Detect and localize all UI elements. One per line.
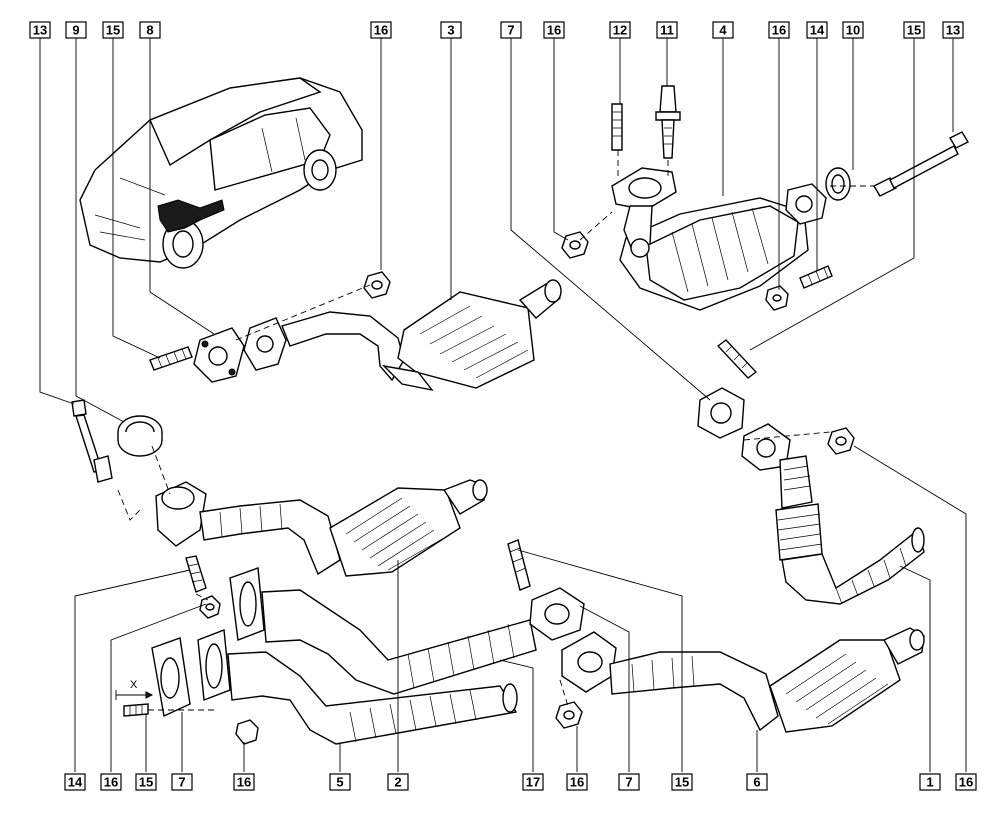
callout-label: 9: [72, 23, 79, 38]
callout-6: 6: [746, 773, 768, 791]
callout-label: 6: [753, 775, 760, 790]
callout-7-bottom-left: 7: [171, 773, 193, 791]
callout-16-top-middle: 16: [543, 21, 565, 39]
callout-label: 13: [946, 23, 960, 38]
callout-14-bottom: 14: [64, 773, 86, 791]
part-4-catalyst-heat-shield-assembly: [611, 167, 827, 311]
callout-label: 11: [660, 23, 674, 38]
callout-label: 8: [146, 23, 153, 38]
leader-lines: [39, 36, 967, 772]
callout-10: 10: [842, 21, 864, 39]
part-16-nut-far-right: [827, 427, 855, 455]
callout-label: 16: [237, 775, 251, 790]
callout-7-top: 7: [500, 21, 522, 39]
part-17-pipe-upper: [229, 567, 537, 695]
callout-label: 7: [178, 775, 185, 790]
part-2-catalytic-converter-left: [155, 479, 488, 577]
callout-label: 1: [926, 775, 933, 790]
callout-16-bottom: 16: [233, 773, 255, 791]
callout-label: 5: [336, 775, 343, 790]
part-5-pipe-lower: [197, 629, 518, 745]
dimension-x-marker: X: [115, 679, 154, 700]
callout-16-bottom-left: 16: [100, 773, 122, 791]
callout-14-top: 14: [806, 21, 828, 39]
callout-label: 15: [139, 775, 153, 790]
part-15-stud-lower-left: [123, 703, 149, 717]
callout-17: 17: [522, 773, 544, 791]
callout-16-bottom-right: 16: [955, 773, 977, 791]
callout-label: 12: [613, 23, 627, 38]
part-16-nut-left: [199, 595, 221, 619]
callout-label: 16: [772, 23, 786, 38]
part-7-gasket-left: [151, 637, 191, 718]
callout-13-top-right: 13: [942, 21, 964, 39]
part-16-nut-lower-left: [235, 719, 259, 745]
dimension-x-label: X: [130, 679, 138, 691]
part-14-spring-left: [185, 555, 207, 593]
part-3-catalytic-converter: [193, 279, 562, 392]
callout-15-bottom-left: 15: [135, 773, 157, 791]
assembly-dash-lines: [117, 150, 874, 711]
callout-label: 14: [810, 23, 825, 38]
callout-9: 9: [65, 21, 87, 39]
callout-15-top-left: 15: [102, 21, 124, 39]
callout-16-bottom-middle: 16: [566, 773, 588, 791]
part-15-stud-upper-left: [149, 346, 193, 371]
callout-label: 4: [719, 23, 727, 38]
part-7-gasket-right: [697, 387, 745, 439]
callout-15-top-right: 15: [903, 21, 925, 39]
callout-label: 2: [394, 775, 401, 790]
part-13-long-bolt-right: [873, 131, 969, 197]
callout-label: 16: [374, 23, 388, 38]
part-15-stud-lower-middle: [507, 539, 531, 591]
part-10-gasket-ring: [825, 167, 851, 201]
part-16-nut-top: [363, 271, 391, 299]
callout-1: 1: [919, 773, 941, 791]
part-14-spring-right: [799, 265, 833, 289]
callout-label: 16: [570, 775, 584, 790]
callout-2: 2: [387, 773, 409, 791]
callout-7-bottom: 7: [618, 773, 640, 791]
part-7-gasket-lower: [529, 587, 585, 641]
callout-12: 12: [609, 21, 631, 39]
car-illustration: [79, 77, 363, 269]
callout-16-top-right: 16: [768, 21, 790, 39]
part-9-gasket-ring-left: [117, 415, 163, 457]
callout-11: 11: [656, 21, 678, 39]
callout-label: 7: [507, 23, 514, 38]
part-15-stud-right: [716, 339, 758, 379]
callout-8: 8: [139, 21, 161, 39]
callout-5: 5: [329, 773, 351, 791]
callout-16-top: 16: [370, 21, 392, 39]
callout-4: 4: [712, 21, 734, 39]
callout-label: 15: [907, 23, 921, 38]
callout-3: 3: [440, 21, 462, 39]
part-12-stud: [611, 103, 623, 151]
part-1-front-pipe: [741, 423, 925, 605]
part-16-nut-lower-middle: [555, 701, 583, 729]
callout-label: 14: [68, 775, 83, 790]
callout-15-bottom: 15: [671, 773, 693, 791]
callout-label: 10: [846, 23, 860, 38]
callout-label: 16: [547, 23, 561, 38]
callout-label: 16: [959, 775, 973, 790]
part-13-bolt-left: [71, 399, 113, 483]
callout-label: 3: [447, 23, 454, 38]
part-6-catalytic-converter-lower: [561, 627, 925, 733]
callout-label: 15: [106, 23, 120, 38]
part-16-nut-right: [765, 285, 789, 311]
callout-13-top-left: 13: [29, 21, 51, 39]
callout-label: 17: [526, 775, 540, 790]
callout-label: 7: [625, 775, 632, 790]
part-11-bolt: [655, 85, 681, 159]
callout-label: 16: [104, 775, 118, 790]
callout-label: 13: [33, 23, 47, 38]
callout-label: 15: [675, 775, 689, 790]
